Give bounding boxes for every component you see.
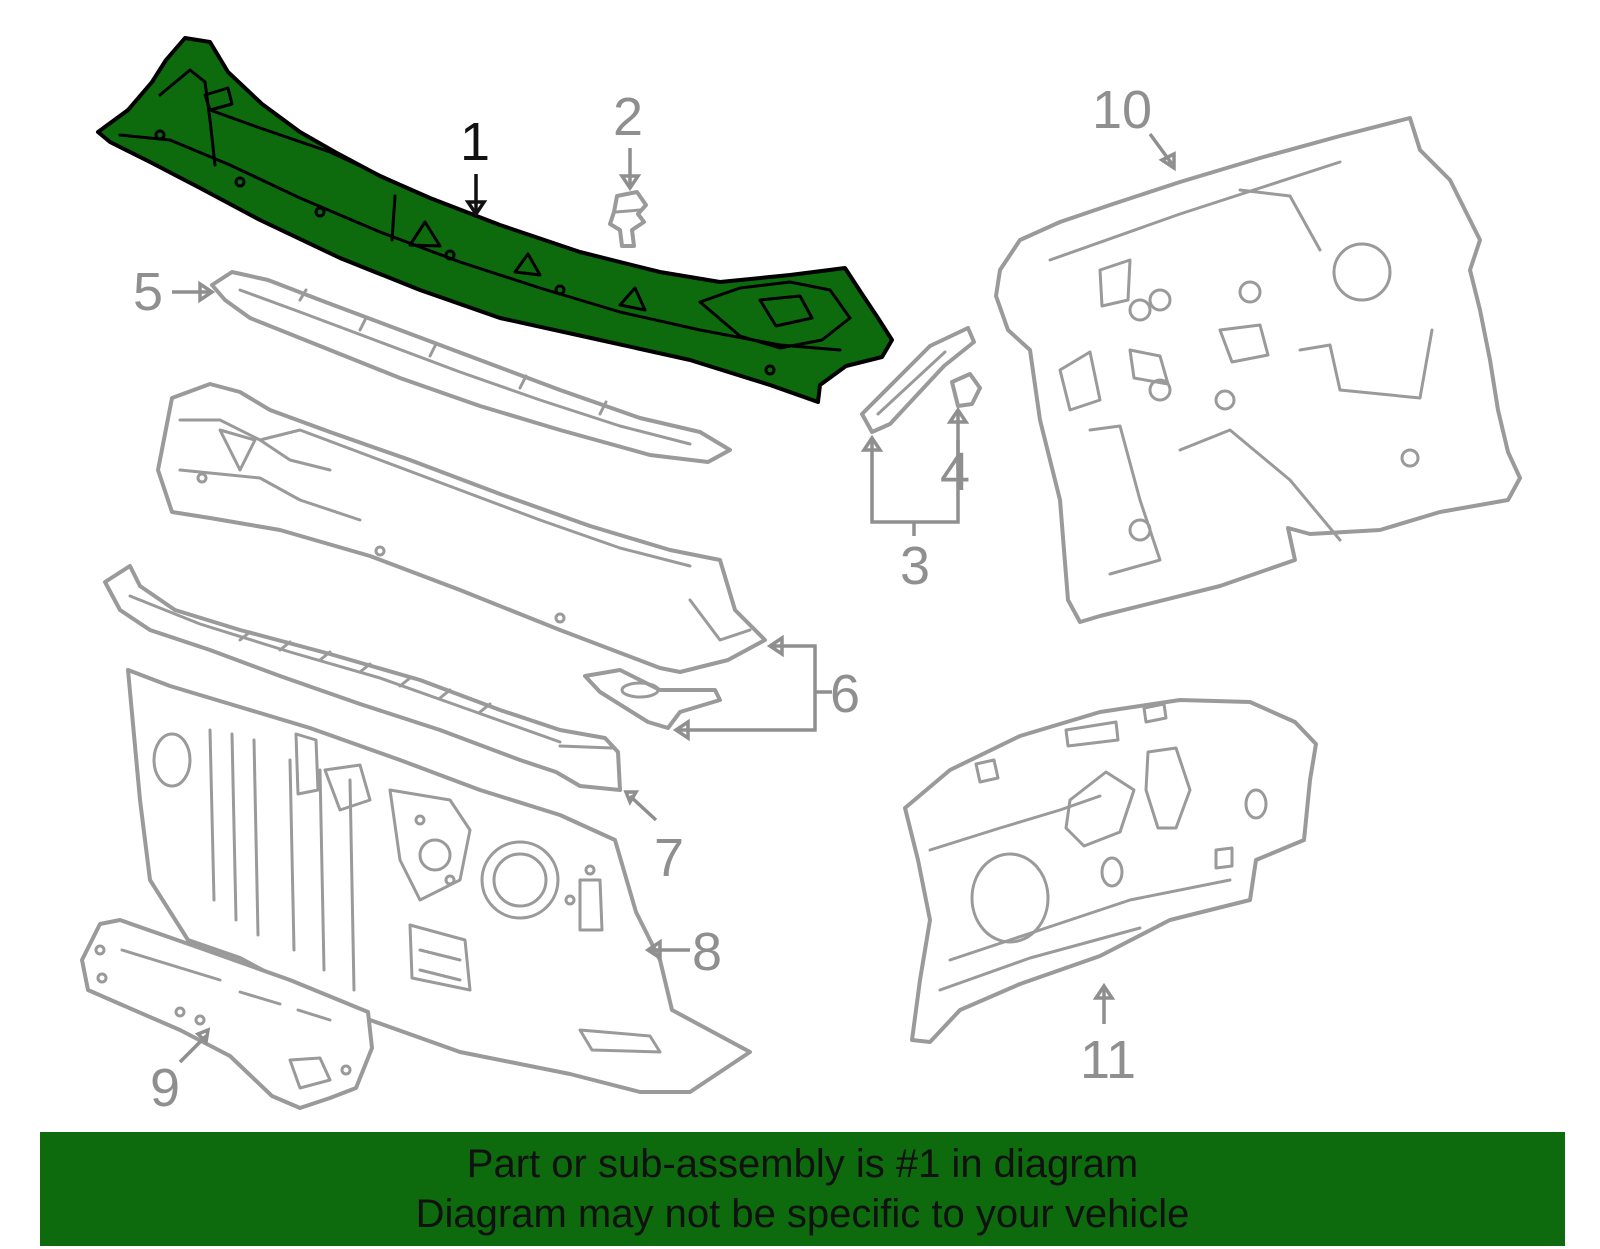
info-banner: Part or sub-assembly is #1 in diagram Di… [40, 1132, 1565, 1246]
callout-8[interactable]: 8 [692, 922, 722, 982]
callout-4[interactable]: 4 [940, 442, 970, 502]
banner-line-part: Part or sub-assembly is #1 in diagram [466, 1142, 1139, 1186]
callout-2[interactable]: 2 [613, 87, 643, 147]
part-10-insulator[interactable] [994, 116, 1522, 624]
leader-lines [172, 132, 1176, 1064]
banner-line-disclaimer: Diagram may not be specific to your vehi… [415, 1192, 1190, 1236]
callouts: 1 2 3 4 5 6 7 8 9 10 11 [133, 80, 1152, 1118]
leader-10 [1148, 132, 1174, 166]
callout-5[interactable]: 5 [133, 262, 163, 322]
part-4-clip[interactable] [950, 372, 982, 408]
part-8-dash-panel[interactable] [126, 668, 752, 1094]
callout-6[interactable]: 6 [830, 664, 860, 724]
part-11-outer-insulator[interactable] [903, 698, 1318, 1044]
callout-3[interactable]: 3 [900, 536, 930, 596]
leader-6 [676, 644, 832, 732]
part-5-seal[interactable] [210, 270, 732, 464]
callout-10[interactable]: 10 [1092, 80, 1152, 140]
callout-7[interactable]: 7 [654, 828, 684, 888]
callout-1[interactable]: 1 [460, 112, 490, 172]
leader-7 [628, 794, 658, 822]
part-1-cowl-panel[interactable] [96, 36, 894, 404]
callout-9[interactable]: 9 [150, 1058, 180, 1118]
part-6-cowl-inner[interactable] [156, 382, 767, 674]
leader-9 [178, 1034, 208, 1064]
part-3-brace[interactable] [860, 326, 976, 434]
part-7-dash-bar[interactable] [103, 564, 622, 792]
part-9-lower-brace[interactable] [80, 918, 374, 1110]
part-2-bolt[interactable] [608, 190, 648, 248]
callout-11[interactable]: 11 [1080, 1030, 1136, 1090]
part-6-bracket[interactable] [583, 668, 722, 730]
